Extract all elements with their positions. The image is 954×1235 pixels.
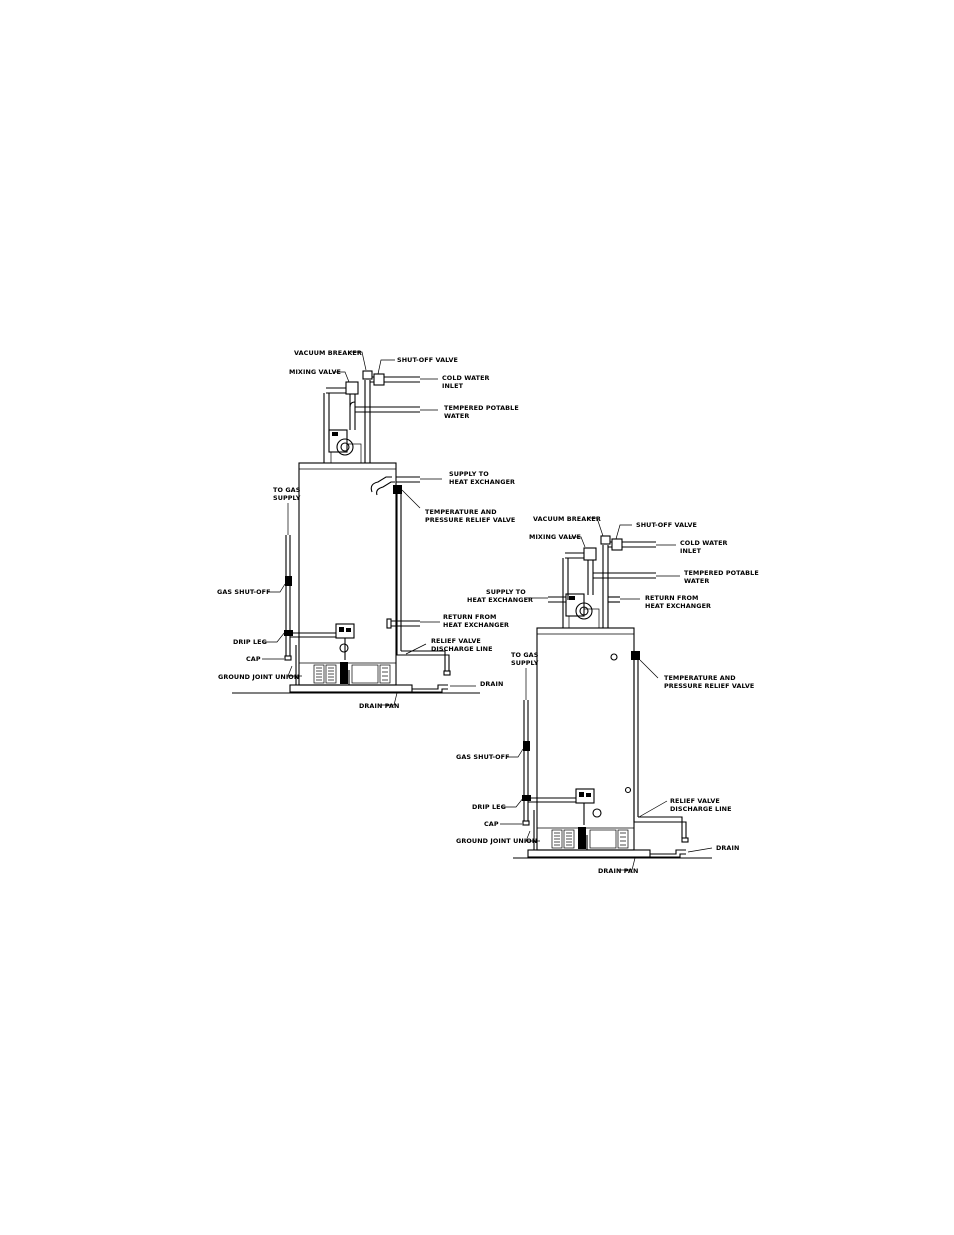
label-return-heat-exchanger: HEAT EXCHANGER: [645, 602, 711, 610]
label-supply: SUPPLY: [511, 659, 539, 667]
label-cold-water: COLD WATER: [442, 374, 490, 382]
ground-joint-union: [284, 630, 293, 636]
gas-control-valve: [575, 788, 602, 850]
label-vacuum-breaker: VACUUM BREAKER: [533, 515, 601, 523]
gas-supply-line: [284, 535, 336, 685]
label-drain: DRAIN: [480, 680, 503, 688]
labels-left: VACUUM BREAKER SHUT-OFF VALVE MIXING VAL…: [217, 349, 519, 710]
label-ground-joint-union: GROUND JOINT UNION: [218, 673, 299, 681]
leader-lines-right: [500, 517, 713, 871]
label-cap: CAP: [484, 820, 499, 828]
relief-discharge-line: [631, 651, 689, 858]
top-piping: [548, 535, 656, 629]
label-return-from: RETURN FROM: [443, 613, 497, 621]
vacuum-breaker: [600, 535, 611, 545]
label-gas-shut-off: GAS SHUT-OFF: [456, 753, 510, 761]
label-tempered-potable: TEMPERED POTABLE: [684, 569, 759, 577]
label-to-gas: TO GAS: [273, 486, 301, 494]
label-relief-valve: RELIEF VALVE: [670, 797, 720, 805]
gas-shutoff-valve: [523, 741, 530, 751]
ground-joint-union: [522, 795, 531, 801]
vacuum-breaker: [362, 370, 373, 380]
labels-right: VACUUM BREAKER SHUT-OFF VALVE MIXING VAL…: [456, 515, 759, 875]
heater-diagram-right: VACUUM BREAKER SHUT-OFF VALVE MIXING VAL…: [456, 515, 759, 875]
heater-diagram-left: VACUUM BREAKER SHUT-OFF VALVE MIXING VAL…: [217, 349, 519, 710]
label-ground-joint-union: GROUND JOINT UNION: [456, 837, 537, 845]
drip-leg-cap: [522, 820, 530, 826]
gas-supply-line: [522, 700, 576, 850]
shut-off-valve: [611, 538, 623, 551]
label-temperature-and: TEMPERATURE AND: [425, 508, 497, 516]
label-supply: SUPPLY: [273, 494, 301, 502]
mixing-valve: [583, 547, 597, 561]
tp-relief-valve: [393, 485, 402, 494]
relief-discharge-line: [386, 485, 451, 693]
drain-pan: [527, 849, 651, 858]
mixing-valve: [345, 381, 359, 395]
burner-vents: [313, 664, 391, 684]
label-inlet: INLET: [680, 547, 702, 555]
label-discharge-line: DISCHARGE LINE: [431, 645, 493, 653]
tank-body: [536, 627, 635, 851]
label-return-from: RETURN FROM: [645, 594, 699, 602]
label-gas-shut-off: GAS SHUT-OFF: [217, 588, 271, 596]
label-pressure-relief-valve: PRESSURE RELIEF VALVE: [664, 682, 754, 690]
label-heat-exchanger: HEAT EXCHANGER: [467, 596, 533, 604]
label-drip-leg: DRIP LEG: [233, 638, 267, 646]
burner-vents: [551, 829, 629, 849]
label-to-gas: TO GAS: [511, 651, 539, 659]
label-mixing-valve: MIXING VALVE: [289, 368, 341, 376]
label-return-heat-exchanger: HEAT EXCHANGER: [443, 621, 509, 629]
top-piping: [323, 370, 420, 496]
gas-shutoff-valve: [285, 576, 292, 586]
gas-control-valve: [335, 623, 355, 685]
label-shut-off-valve: SHUT-OFF VALVE: [636, 521, 697, 529]
label-supply-to: SUPPLY TO: [486, 588, 526, 596]
label-relief-valve: RELIEF VALVE: [431, 637, 481, 645]
drain-pan: [289, 684, 413, 693]
label-mixing-valve: MIXING VALVE: [529, 533, 581, 541]
label-heat-exchanger: HEAT EXCHANGER: [449, 478, 515, 486]
label-temperature-and: TEMPERATURE AND: [664, 674, 736, 682]
drip-leg-cap: [284, 655, 292, 661]
label-drain-pan: DRAIN PAN: [359, 702, 399, 710]
label-drain-pan: DRAIN PAN: [598, 867, 638, 875]
shut-off-valve: [373, 373, 385, 386]
label-drain: DRAIN: [716, 844, 739, 852]
label-supply-to: SUPPLY TO: [449, 470, 489, 478]
label-drip-leg: DRIP LEG: [472, 803, 506, 811]
label-cold-water: COLD WATER: [680, 539, 728, 547]
label-discharge-line: DISCHARGE LINE: [670, 805, 732, 813]
label-pressure-relief-valve: PRESSURE RELIEF VALVE: [425, 516, 515, 524]
leader-lines-left: [262, 351, 476, 706]
label-vacuum-breaker: VACUUM BREAKER: [294, 349, 362, 357]
label-inlet: INLET: [442, 382, 464, 390]
tank-body: [298, 462, 397, 686]
label-water: WATER: [444, 412, 469, 420]
tp-relief-valve: [631, 651, 640, 660]
label-cap: CAP: [246, 655, 261, 663]
label-tempered-potable: TEMPERED POTABLE: [444, 404, 519, 412]
label-water: WATER: [684, 577, 709, 585]
label-shut-off-valve: SHUT-OFF VALVE: [397, 356, 458, 364]
